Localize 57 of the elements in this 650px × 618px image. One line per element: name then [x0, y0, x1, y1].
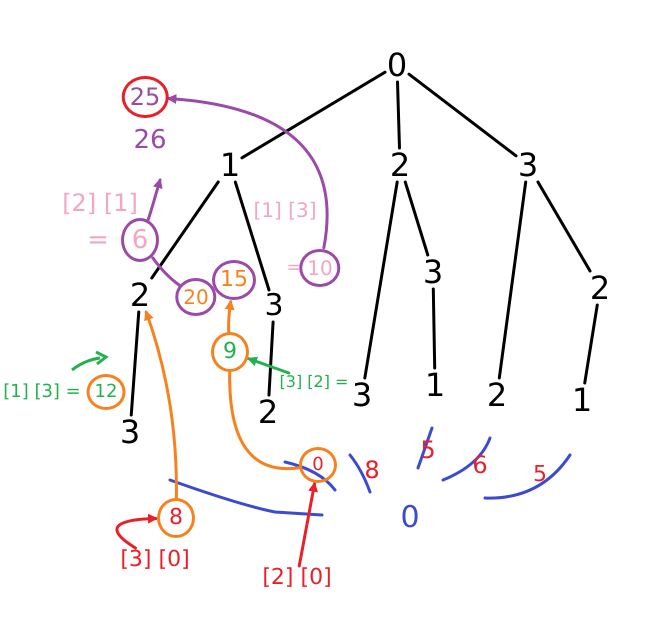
tree-node-number: 3 [118, 415, 142, 449]
connector-line [150, 180, 220, 280]
connector-line [234, 180, 270, 292]
circled-number: 20 [175, 278, 217, 316]
index-note: [1] [3] [253, 200, 317, 220]
index-note: [3] [0] [118, 548, 192, 572]
circled-number: 9 [211, 332, 249, 372]
number-note: 26 [133, 127, 167, 153]
tree-node-number: 2 [484, 378, 510, 412]
tree-node-number: 2 [256, 395, 280, 429]
number-note: 8 [364, 458, 380, 482]
circled-number: 6 [121, 218, 159, 262]
circled-number: 0 [299, 447, 337, 483]
index-note: [2] [0] [260, 566, 334, 590]
number-note: 0 [400, 503, 420, 533]
equals-sign: = [87, 227, 109, 253]
tree-node-number: 1 [570, 383, 594, 417]
tree-node-number: 2 [388, 148, 412, 182]
number-note: 5 [533, 464, 547, 486]
circled-number: 10 [299, 249, 341, 287]
arrow [115, 514, 158, 550]
arrow [144, 310, 178, 500]
circled-number: 8 [157, 498, 195, 538]
arrow [146, 178, 163, 222]
connector-line [267, 320, 275, 396]
arrow [166, 94, 328, 250]
circled-number: 12 [86, 374, 126, 410]
circled-number: 25 [122, 76, 168, 118]
connector-line [404, 180, 430, 256]
arrow [224, 300, 235, 334]
connector-line [240, 70, 386, 160]
connector-line [536, 180, 592, 272]
tree-node-number: 0 [384, 48, 410, 82]
index-note: [1] [3] = [1, 382, 83, 402]
connector-line [396, 80, 401, 150]
connector-line [583, 304, 599, 384]
connector-line [130, 310, 140, 416]
connector-line [408, 72, 518, 158]
connector-line [432, 288, 436, 370]
circled-number: 15 [212, 260, 256, 300]
tree-node-number: 2 [128, 278, 152, 312]
connector-line [228, 370, 301, 470]
tree-node-number: 1 [422, 368, 448, 402]
connector-line [363, 180, 399, 380]
tree-node-number: 2 [588, 271, 612, 305]
tree-node-number: 3 [420, 255, 446, 289]
arrow [298, 482, 318, 568]
connector-line [151, 256, 181, 287]
tree-node-number: 3 [516, 148, 540, 182]
tree-node-number: 3 [262, 290, 286, 322]
arrow [246, 356, 290, 374]
index-note: [2] [1] [62, 191, 138, 215]
connector-line [498, 180, 528, 380]
tree-node-number: 1 [218, 148, 242, 182]
number-note: 6 [472, 453, 488, 477]
tree-node-number: 3 [350, 378, 374, 412]
index-note: [3] [2] = [278, 373, 350, 391]
